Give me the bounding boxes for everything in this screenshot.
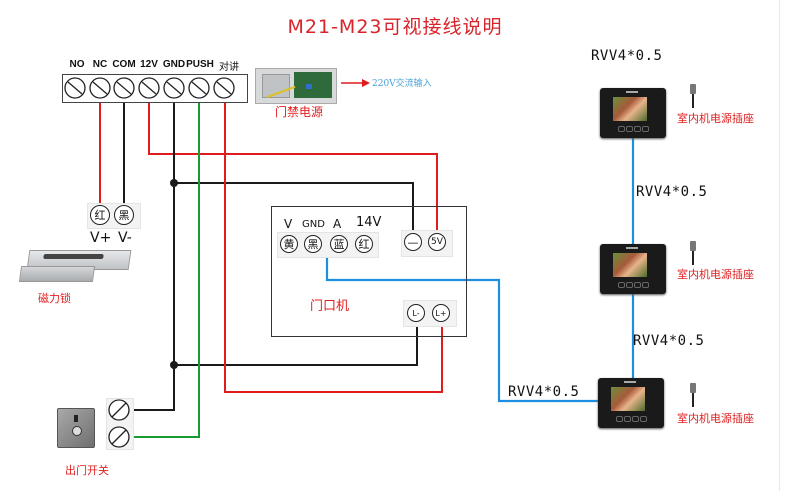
monitor-screen (611, 387, 645, 411)
door-label-gnd: GND (302, 219, 325, 230)
terminal-label-12v: 12V (140, 59, 158, 70)
exit-button-label: 出门开关 (65, 464, 109, 477)
terminal-label-com: COM (112, 59, 136, 70)
plug-cord (692, 393, 694, 407)
cable-label-door-to-monitor: RVV4*0.5 (508, 384, 580, 400)
terminal-screws (64, 77, 235, 99)
indoor-monitor-3 (598, 378, 664, 428)
monitor-2-power-label: 室内机电源插座 (677, 268, 754, 281)
armature-plate-image (18, 266, 96, 282)
ac-input-label: 220V交流输入 (372, 79, 432, 89)
monitor-1-power-label: 室内机电源插座 (677, 112, 754, 125)
cable-label-2-3: RVV4*0.5 (633, 333, 705, 349)
door-terminal-lminus: L- (407, 304, 425, 322)
door-terminal-blue: 蓝 (330, 235, 348, 253)
cable-label-top: RVV4*0.5 (591, 48, 663, 64)
door-terminal-lplus: L+ (432, 304, 450, 322)
junction-dot (170, 179, 178, 187)
lock-terminal-black: 黑 (114, 205, 134, 225)
diagram-title: M21-M23可视接线说明 (287, 16, 503, 38)
page-border (779, 0, 780, 491)
wire-gnd-black (133, 100, 175, 411)
terminal-label-intercom: 对讲 (219, 62, 239, 73)
junction-dot (170, 361, 178, 369)
wire-push-green (133, 100, 200, 438)
door-unit-label: 门口机 (310, 299, 350, 314)
lock-polarity-minus: V- (118, 230, 132, 246)
plug-cord (692, 251, 694, 265)
plug-cord (692, 94, 694, 108)
door-label-a: A (333, 217, 342, 231)
monitor-3-power-label: 室内机电源插座 (677, 412, 754, 425)
door-unit-box (271, 206, 467, 337)
lock-terminal-red: 红 (90, 205, 110, 225)
exit-terminal-screws (108, 399, 130, 448)
power-plug-icon (690, 84, 696, 94)
cable-label-1-2: RVV4*0.5 (636, 184, 708, 200)
exit-button-image (57, 408, 95, 448)
door-terminal-minus: — (404, 233, 422, 251)
door-terminal-yellow: 黄 (280, 235, 298, 253)
power-plug-icon (690, 383, 696, 393)
door-terminal-5v: 5V (428, 233, 446, 251)
wire-intercom-red (224, 100, 443, 393)
power-supply-label: 门禁电源 (275, 105, 324, 119)
monitor-screen (613, 253, 647, 277)
arrow-head (362, 79, 370, 87)
wire-gnd-to-lminus (174, 323, 418, 366)
door-label-14v: 14V (356, 215, 382, 230)
door-terminal-black: 黑 (304, 235, 322, 253)
indoor-monitor-2 (600, 244, 666, 294)
wire-12v-red (148, 100, 438, 233)
power-plug-icon (690, 241, 696, 251)
door-terminal-red: 红 (355, 235, 373, 253)
magnetic-lock-label: 磁力锁 (38, 292, 71, 305)
wire-gnd-to-minus (174, 182, 414, 233)
door-label-v: V (284, 217, 293, 231)
wire-bus-blue (325, 256, 598, 403)
terminal-label-gnd: GND (162, 59, 186, 70)
terminal-label-no: NO (69, 59, 85, 70)
indoor-monitor-1 (600, 88, 666, 138)
lock-polarity-plus: V+ (90, 230, 112, 246)
terminal-label-nc: NC (92, 59, 108, 70)
monitor-screen (613, 97, 647, 121)
terminal-label-push: PUSH (186, 59, 214, 70)
power-supply-image (255, 68, 337, 104)
